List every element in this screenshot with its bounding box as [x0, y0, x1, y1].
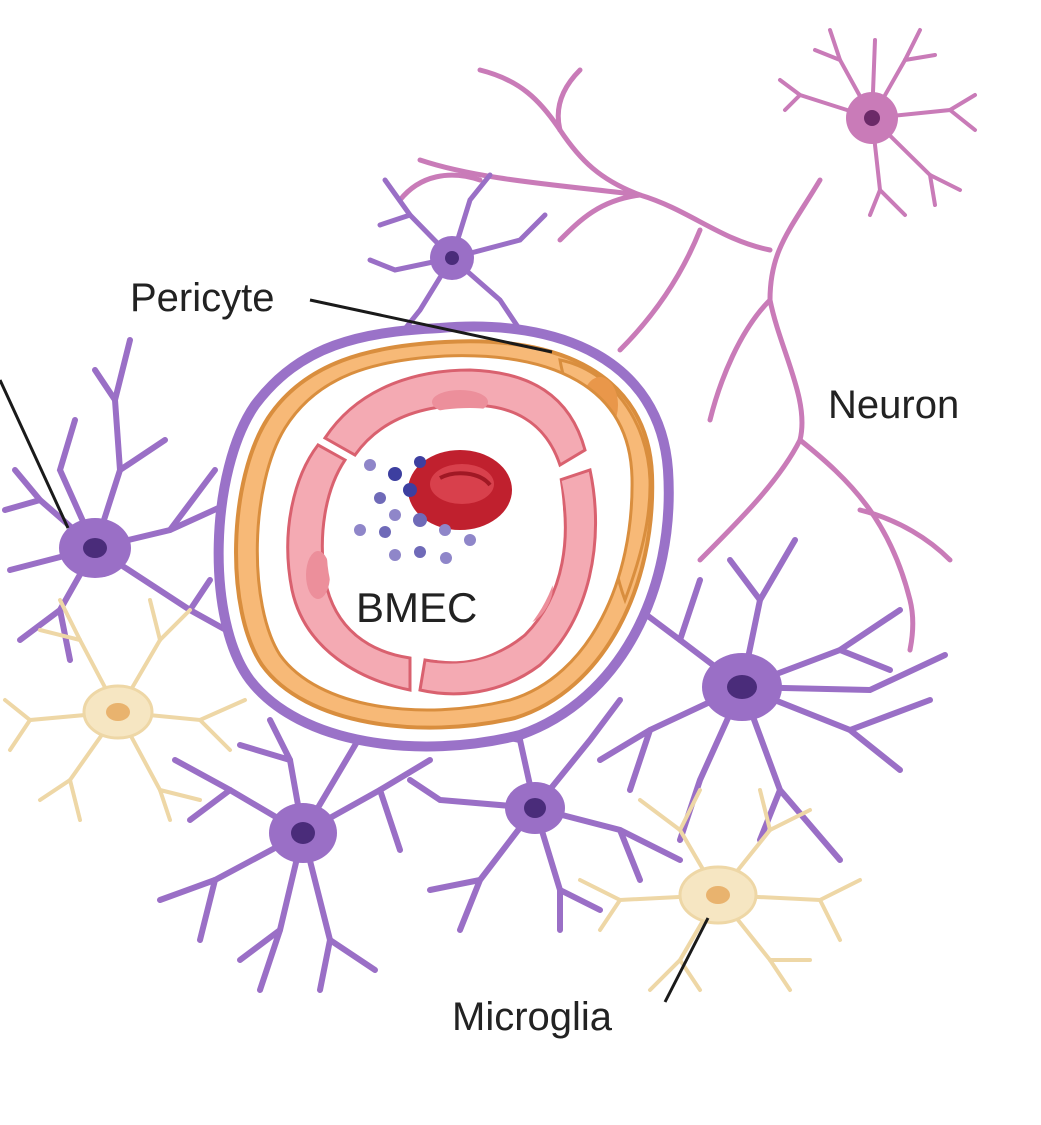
neuron-label: Neuron — [828, 383, 959, 427]
leader-lines — [0, 298, 710, 1003]
pericyte-leader-line — [309, 298, 553, 354]
endothelial-cells — [286, 368, 598, 696]
bmec-label: BMEC — [356, 584, 477, 631]
blood-vessel — [213, 321, 674, 752]
neuron-processes — [397, 67, 953, 653]
microglia-label: Microglia — [452, 995, 613, 1039]
pericyte-label: Pericyte — [130, 276, 275, 320]
astrocyte-top — [367, 172, 548, 338]
astrocyte-bottom-center — [407, 697, 683, 933]
astrocyte-bottom-left — [157, 717, 433, 993]
microglia-bottom-right — [578, 788, 862, 992]
astrocyte-leader-line — [0, 379, 70, 529]
red-blood-cell — [408, 450, 512, 530]
microglia-leader-line — [663, 917, 710, 1003]
astrocyte-left — [2, 337, 238, 663]
microglia-left — [3, 598, 247, 822]
neuron-cell-top-right — [778, 28, 977, 217]
solute-molecules — [354, 456, 476, 564]
